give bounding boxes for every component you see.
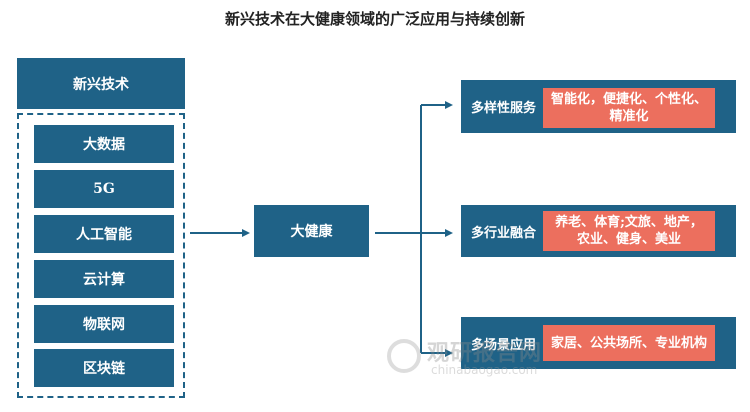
tech-item-label: 大数据 <box>83 137 125 153</box>
health-box: 大健康 <box>254 205 369 257</box>
category-label: 多样性服务 <box>471 101 537 116</box>
detail-text: 家居、公共场所、专业机构 <box>550 335 707 351</box>
detail-text: 养老、体育;文旅、地产，农业、健身、美业 <box>555 215 703 247</box>
tech-header-label: 新兴技术 <box>73 76 129 93</box>
category-label: 多场景应用 <box>471 337 537 353</box>
detail-text: 智能化，便捷化、个性化、精准化 <box>550 92 707 124</box>
health-label: 大健康 <box>290 224 333 240</box>
tech-list-container <box>17 113 185 398</box>
tech-header-box: 新兴技术 <box>17 58 185 109</box>
tech-item-5g: 5G <box>34 170 174 208</box>
tech-item-label: 人工智能 <box>76 227 132 243</box>
diagram-title: 新兴技术在大健康领域的广泛应用与持续创新 <box>224 10 525 28</box>
tech-item-iot: 物联网 <box>34 305 174 343</box>
tech-item-label: 物联网 <box>83 317 125 333</box>
tech-item-cloud: 云计算 <box>34 260 174 298</box>
detail-diverse-service: 智能化，便捷化、个性化、精准化 <box>543 88 715 128</box>
tech-item-label: 云计算 <box>83 272 125 288</box>
tech-item-label: 区块链 <box>83 361 125 377</box>
tech-item-label: 5G <box>93 181 115 197</box>
tech-item-blockchain: 区块链 <box>34 349 174 387</box>
tech-item-bigdata: 大数据 <box>34 125 174 163</box>
tech-item-ai: 人工智能 <box>34 215 174 253</box>
category-label: 多行业融合 <box>471 225 537 241</box>
detail-scenario-application: 家居、公共场所、专业机构 <box>543 325 715 361</box>
detail-industry-fusion: 养老、体育;文旅、地产，农业、健身、美业 <box>543 211 715 251</box>
